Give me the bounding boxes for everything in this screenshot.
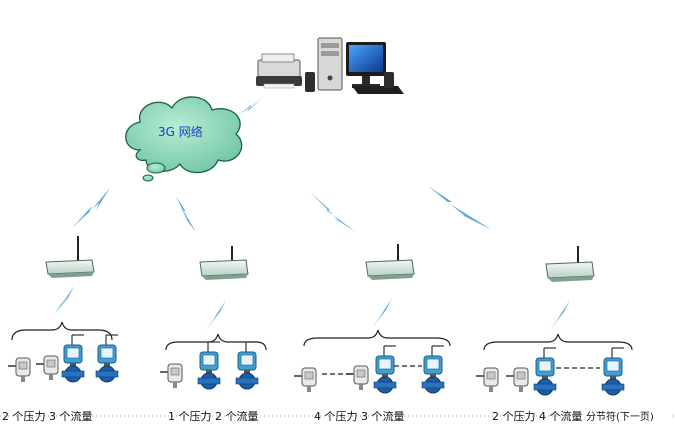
flow-meter-icon bbox=[601, 347, 625, 396]
cloud-label: 3G 网络 bbox=[158, 124, 203, 139]
signal-bolt-icon bbox=[54, 286, 74, 314]
group-label-1: 2 个压力 3 个流量 bbox=[2, 409, 93, 423]
group-brace bbox=[483, 333, 633, 351]
section-break-note: 分节符(下一页) bbox=[586, 410, 654, 423]
group-brace bbox=[165, 333, 267, 351]
signal-bolt-icon bbox=[176, 196, 196, 232]
monitor-icon bbox=[346, 42, 386, 88]
printer-icon bbox=[256, 53, 302, 89]
flow-meter-icon bbox=[197, 341, 221, 390]
pressure-sensor-icon bbox=[476, 367, 499, 392]
computer-workstation bbox=[256, 37, 404, 94]
computer-tower-icon bbox=[317, 37, 343, 91]
speaker-icon bbox=[305, 72, 315, 92]
pressure-sensor-icon bbox=[36, 355, 59, 380]
pressure-sensor-icon bbox=[160, 363, 183, 388]
keyboard-icon bbox=[352, 86, 404, 94]
flow-meter-icon bbox=[421, 345, 445, 394]
signal-bolt-icon bbox=[428, 186, 492, 230]
flow-meter-icon bbox=[235, 341, 259, 390]
router-2 bbox=[199, 246, 249, 280]
pressure-sensor-icon bbox=[294, 367, 317, 392]
signal-bolt-icon bbox=[206, 300, 226, 330]
signal-links bbox=[54, 98, 570, 330]
pressure-sensor-icon bbox=[8, 357, 31, 382]
group-braces bbox=[11, 321, 633, 351]
group-brace bbox=[11, 321, 113, 341]
signal-bolt-icon bbox=[372, 298, 392, 328]
group-label-3: 4 个压力 3 个流量 bbox=[314, 409, 405, 423]
flow-meter-icon bbox=[373, 345, 397, 394]
router-4 bbox=[545, 246, 595, 282]
signal-bolt-icon bbox=[238, 98, 262, 116]
flow-meter-icon bbox=[533, 347, 557, 396]
router-3 bbox=[365, 244, 415, 280]
group-brace bbox=[303, 329, 451, 347]
group-label-2: 1 个压力 2 个流量 bbox=[168, 409, 259, 423]
signal-bolt-icon bbox=[72, 188, 110, 228]
signal-bolt-icon bbox=[550, 300, 570, 330]
pressure-sensor-icon bbox=[346, 365, 369, 390]
group-label-4: 2 个压力 4 个流量 bbox=[492, 409, 583, 423]
speaker-icon bbox=[384, 72, 394, 88]
pressure-sensor-icon bbox=[506, 367, 529, 392]
section-break-background bbox=[584, 408, 672, 422]
flow-meter-icon bbox=[95, 334, 119, 383]
signal-bolt-icon bbox=[310, 192, 356, 232]
3g-network-cloud: 3G 网络 bbox=[125, 96, 243, 182]
sensor-devices bbox=[8, 334, 625, 396]
flow-meter-icon bbox=[61, 334, 85, 383]
router-1 bbox=[45, 236, 95, 278]
